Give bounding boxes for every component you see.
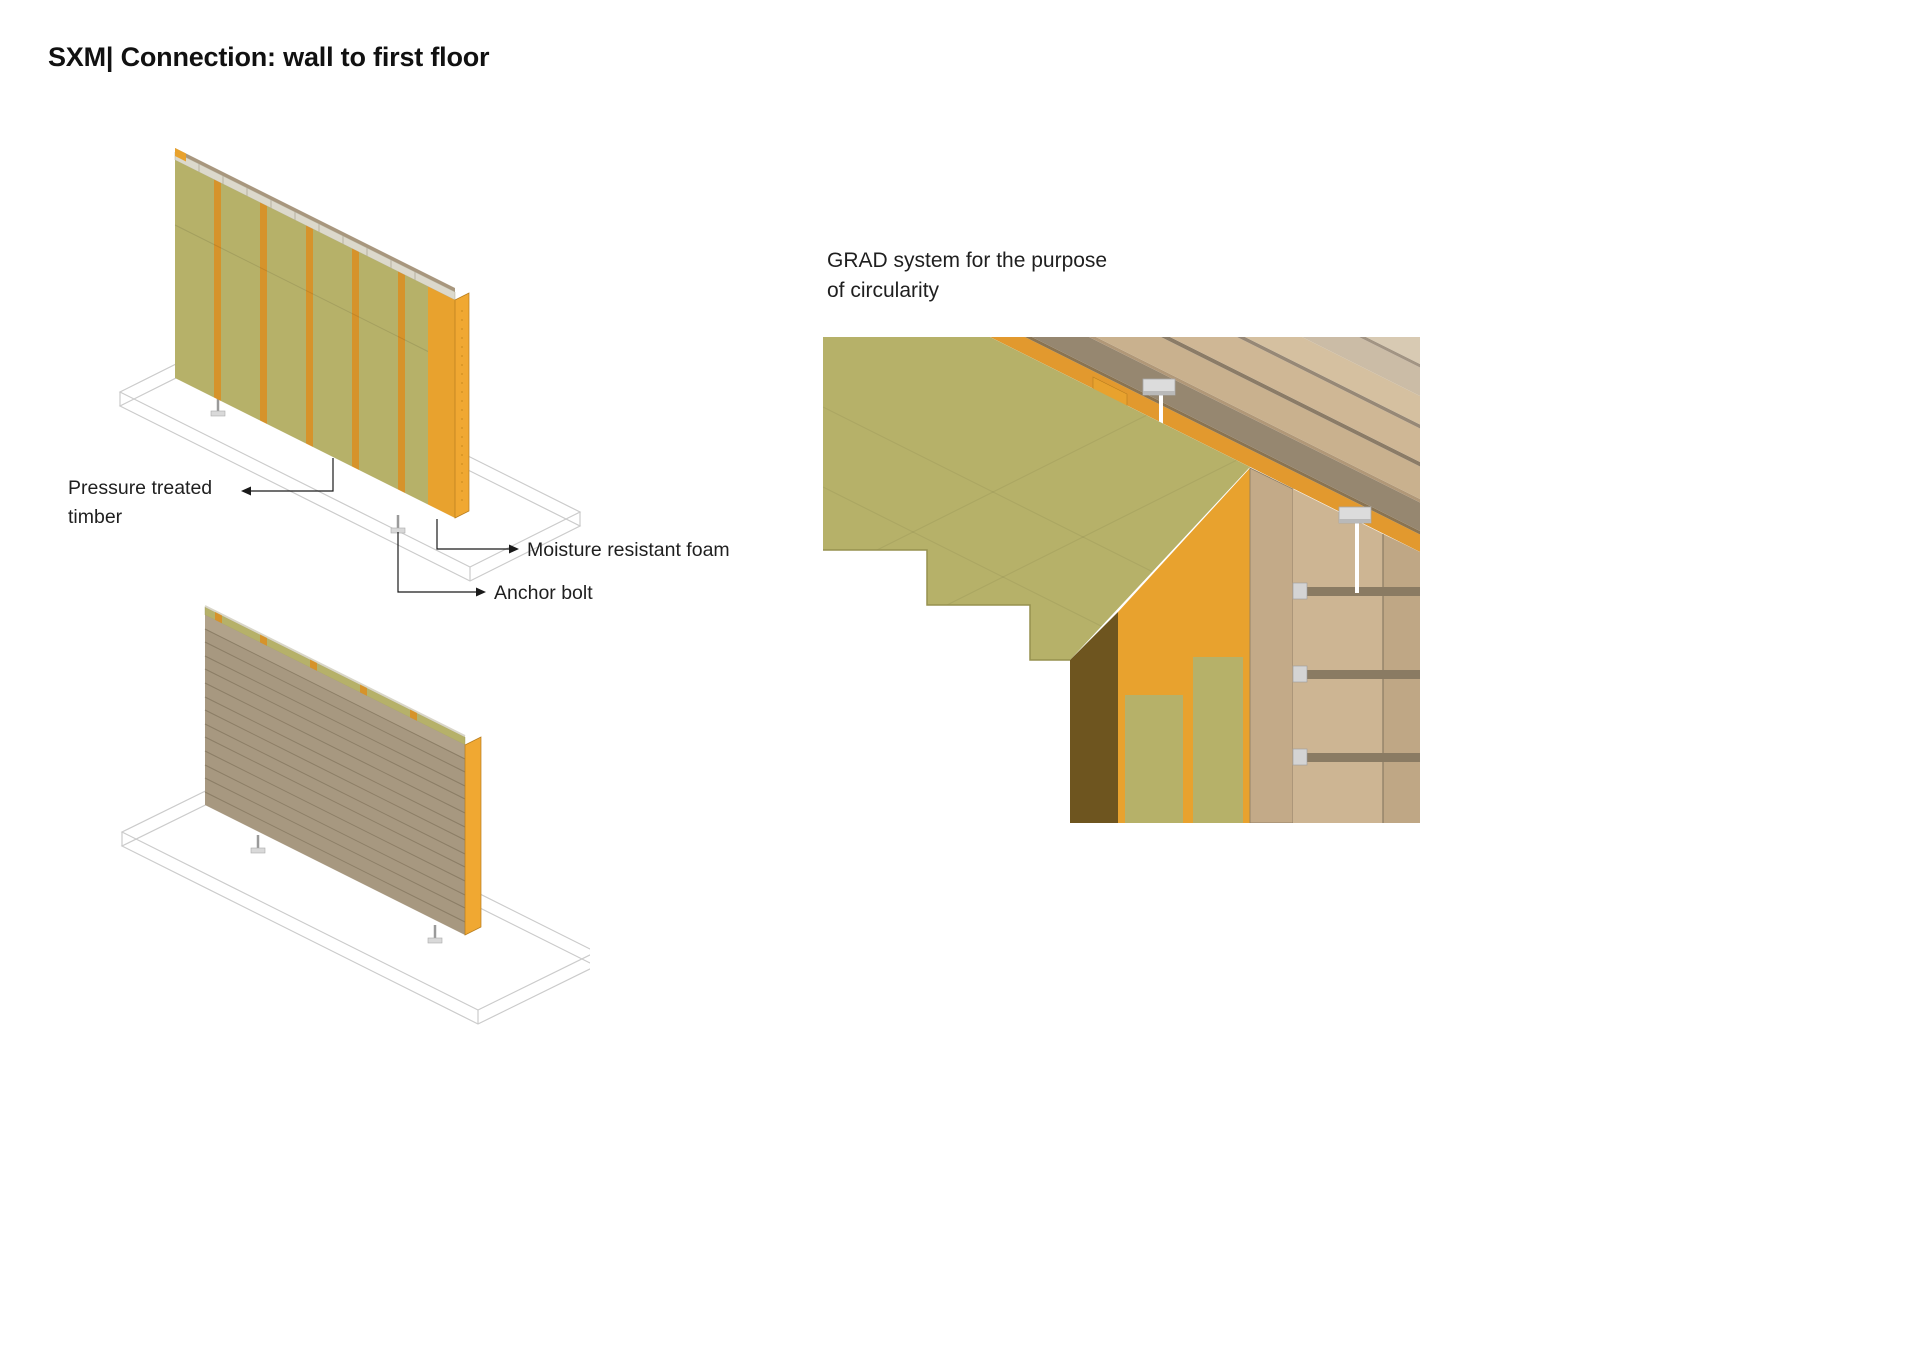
label-pressure-treated-timber: Pressure treated timber <box>68 474 212 532</box>
grad-system-detail-view <box>823 337 1420 824</box>
anchor-bolt-right <box>427 925 443 944</box>
anchor-bolt-right <box>390 515 406 534</box>
grad-caption-line2: of circularity <box>827 279 940 302</box>
wall-panel-isometric-svg <box>118 148 582 582</box>
label-moisture-resistant-foam: Moisture resistant foam <box>527 539 730 561</box>
insulation-infill-2 <box>1193 657 1243 823</box>
insulation-seam <box>174 224 429 352</box>
cladding-rails <box>990 337 1420 552</box>
insulation-infill-1 <box>1125 695 1183 823</box>
insulation-top-surface <box>823 337 1250 661</box>
label-pressure-line2: timber <box>68 506 123 528</box>
timber-stud-section <box>1070 612 1118 823</box>
wall-top-plate <box>174 148 456 301</box>
label-anchor-bolt: Anchor bolt <box>494 582 593 604</box>
grad-caption: GRAD system for the purpose of circulari… <box>827 246 1107 306</box>
clad-wall-isometric-svg <box>120 605 598 1025</box>
anchor-bolt-left <box>250 835 266 854</box>
grad-caption-line1: GRAD system for the purpose <box>827 249 1108 272</box>
wall-end-cap <box>454 292 470 519</box>
wall-end-frame <box>428 286 455 518</box>
wall-insulation-panels <box>175 160 428 505</box>
page-title: SXM| Connection: wall to first floor <box>48 42 490 72</box>
wall-timber-studs <box>214 179 405 493</box>
label-pressure-line1: Pressure treated <box>68 477 213 499</box>
wall-top-strip <box>204 605 466 746</box>
anchor-bolt-left <box>210 398 226 417</box>
wall-end-cap <box>464 736 482 936</box>
cladding-face <box>204 615 466 935</box>
grad-clip-tabs <box>1292 582 1308 766</box>
grad-clip-2 <box>1338 506 1372 593</box>
clad-wall-isometric-diagram <box>110 590 598 1060</box>
cladding-boards <box>1292 489 1420 823</box>
grad-system-detail-svg <box>823 337 1420 824</box>
sheathing-strip <box>1249 467 1294 824</box>
wall-panel-isometric-diagram <box>110 130 590 610</box>
